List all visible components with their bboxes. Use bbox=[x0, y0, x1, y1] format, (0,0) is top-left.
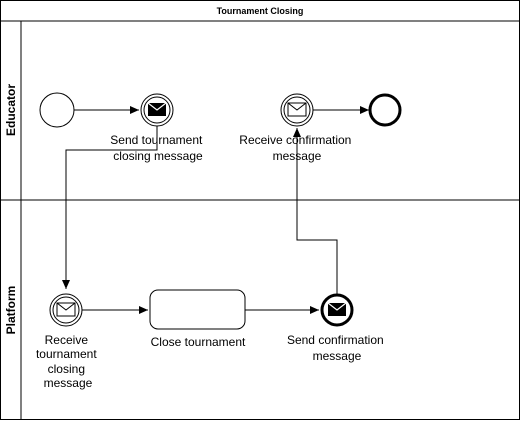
send-closing-label: Send tournament closing message bbox=[110, 133, 205, 163]
end-event[interactable] bbox=[368, 93, 402, 127]
lane-label-educator: Educator bbox=[4, 84, 18, 136]
lane-label-platform: Platform bbox=[4, 286, 18, 335]
flow-confirm-to-receive bbox=[293, 128, 338, 295]
flow-send-to-receive bbox=[62, 126, 158, 289]
receive-closing-event[interactable] bbox=[49, 293, 83, 327]
send-confirmation-event[interactable] bbox=[320, 293, 354, 327]
receive-confirmation-event[interactable] bbox=[280, 93, 314, 127]
close-tournament-task[interactable] bbox=[149, 289, 246, 330]
send-confirmation-label: Send confirmation message bbox=[287, 333, 387, 363]
pool-title: Tournament Closing bbox=[217, 6, 304, 16]
start-event[interactable] bbox=[39, 92, 75, 128]
receive-closing-label: Receive tournament closing message bbox=[36, 333, 100, 390]
send-closing-event[interactable] bbox=[140, 93, 174, 127]
close-task-label: Close tournament bbox=[151, 335, 246, 349]
